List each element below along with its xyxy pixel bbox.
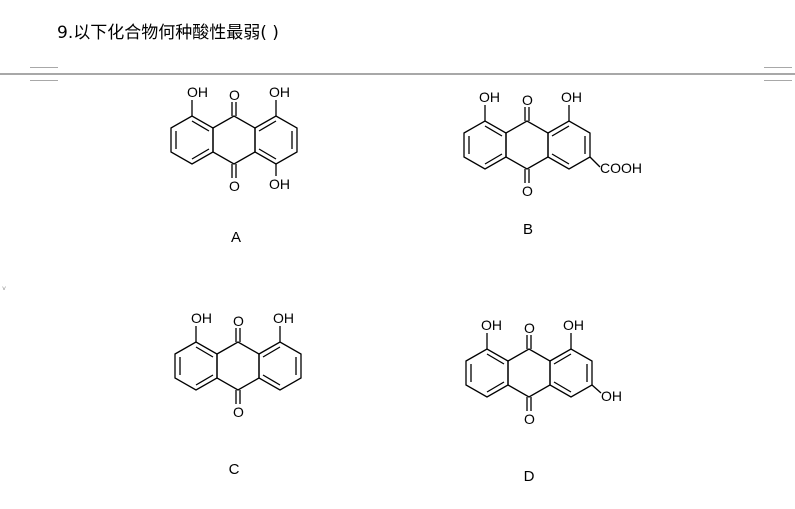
option-d-label: D [523, 468, 535, 485]
structure-d-oh-1: OH [481, 317, 502, 333]
structure-c-oh-1: OH [191, 310, 212, 326]
structure-b-carbonyl-bottom: O [522, 183, 533, 199]
structure-b-oh-1: OH [479, 89, 500, 105]
structure-a-oh-1: OH [187, 84, 208, 100]
question-text: 9.以下化合物何种酸性最弱( ) [57, 23, 279, 43]
structure-d-oh-8: OH [563, 317, 584, 333]
structure-c-oh-8: OH [273, 310, 294, 326]
structure-a-oh-4: OH [269, 176, 290, 192]
structure-a-carbonyl-bottom: O [229, 178, 240, 194]
side-marker: ˅ [2, 286, 7, 293]
structure-c-carbonyl-bottom: O [233, 404, 244, 420]
structure-d-carbonyl-bottom: O [524, 411, 535, 427]
structure-b-carbonyl-top: O [522, 92, 533, 108]
structure-a-carbonyl-top: O [229, 87, 240, 103]
structure-b-oh-8: OH [561, 89, 582, 105]
header-rule [0, 73, 795, 75]
option-b-label: B [522, 221, 533, 238]
right-margin-marker [764, 67, 792, 81]
structure-d-oh-3: OH [601, 388, 622, 404]
structure-d-carbonyl-top: O [524, 320, 535, 336]
structure-a-oh-8: OH [269, 84, 290, 100]
option-a-label: A [230, 229, 241, 246]
option-c-label: C [228, 461, 240, 478]
structure-b-cooh: COOH [600, 160, 642, 176]
left-margin-marker [30, 67, 58, 81]
structure-c-carbonyl-top: O [233, 313, 244, 329]
